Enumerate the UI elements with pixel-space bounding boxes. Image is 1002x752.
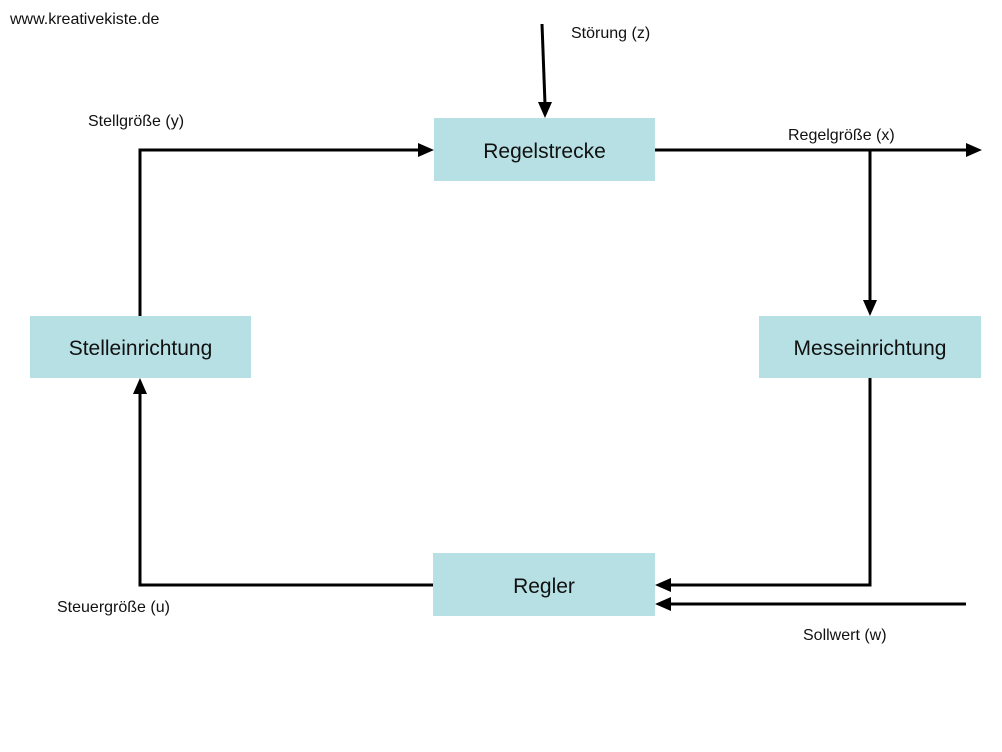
block-regelstrecke: Regelstrecke bbox=[434, 118, 655, 181]
label-stoerung: Störung (z) bbox=[571, 25, 650, 42]
label-sollwert: Sollwert (w) bbox=[803, 627, 887, 644]
arrow-regelgroesse-output bbox=[655, 143, 982, 157]
arrow-sollwert bbox=[655, 597, 966, 611]
label-stellgroesse: Stellgröße (y) bbox=[88, 113, 184, 130]
label-regelgroesse: Regelgröße (x) bbox=[788, 127, 895, 144]
block-stelleinrichtung-label: Stelleinrichtung bbox=[69, 337, 213, 360]
block-messeinrichtung-label: Messeinrichtung bbox=[794, 337, 947, 360]
block-stelleinrichtung: Stelleinrichtung bbox=[30, 316, 251, 378]
block-regelstrecke-label: Regelstrecke bbox=[483, 140, 606, 163]
arrow-steuergroesse bbox=[133, 378, 433, 587]
label-steuergroesse: Steuergröße (u) bbox=[57, 599, 170, 616]
arrow-messwert-to-regler bbox=[655, 378, 872, 592]
block-messeinrichtung: Messeinrichtung bbox=[759, 316, 981, 378]
watermark: www.kreativekiste.de bbox=[9, 11, 159, 28]
block-regler-label: Regler bbox=[513, 575, 575, 598]
arrow-stoerung bbox=[538, 23, 552, 118]
arrow-feedback-to-messeinrichtung bbox=[863, 150, 877, 316]
block-regler: Regler bbox=[433, 553, 655, 616]
arrow-stellgroesse bbox=[138, 143, 434, 316]
